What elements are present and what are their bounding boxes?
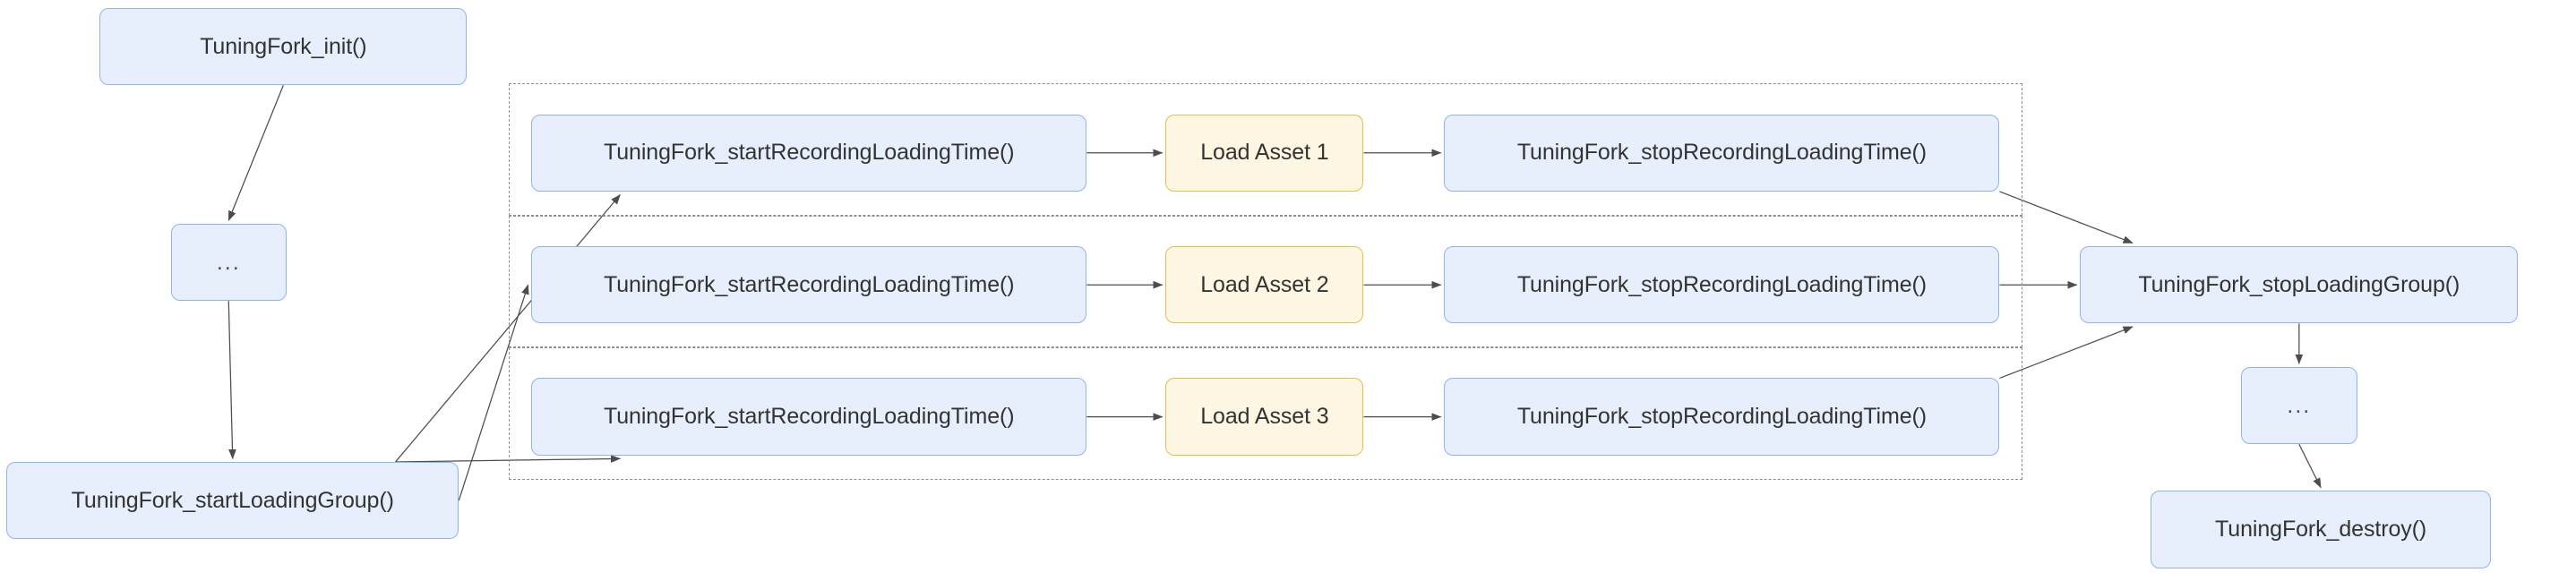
node-label: ... [216, 249, 241, 275]
subgraph-group-row-3 [509, 347, 2022, 480]
node-label: TuningFork_startRecordingLoadingTime() [604, 271, 1015, 297]
node-asset2[interactable]: Load Asset 2 [1165, 246, 1364, 324]
node-label: ... [2287, 392, 2312, 418]
node-dots1[interactable]: ... [170, 223, 287, 302]
subgraph-group-row-2 [509, 215, 2022, 348]
node-label: Load Asset 3 [1200, 404, 1329, 430]
node-destroy[interactable]: TuningFork_destroy() [2151, 491, 2491, 568]
node-startGroup[interactable]: TuningFork_startLoadingGroup() [6, 461, 459, 540]
node-label: Load Asset 1 [1200, 140, 1329, 166]
node-label: TuningFork_startRecordingLoadingTime() [604, 404, 1015, 430]
edge-dots1-to-startgroup [225, 301, 240, 460]
subgraph-group-row-1 [509, 83, 2022, 216]
node-label: TuningFork_stopRecordingLoadingTime() [1516, 404, 1927, 430]
edge-dots2-to-destroy [2299, 444, 2321, 489]
node-label: TuningFork_destroy() [2215, 516, 2427, 542]
node-start3[interactable]: TuningFork_startRecordingLoadingTime() [531, 378, 1087, 456]
node-label: TuningFork_startRecordingLoadingTime() [604, 140, 1015, 166]
node-stopGroup[interactable]: TuningFork_stopLoadingGroup() [2080, 246, 2519, 324]
node-init[interactable]: TuningFork_init() [99, 7, 468, 86]
node-label: TuningFork_stopRecordingLoadingTime() [1516, 140, 1927, 166]
node-asset3[interactable]: Load Asset 3 [1165, 378, 1364, 456]
node-stop2[interactable]: TuningFork_stopRecordingLoadingTime() [1444, 246, 2000, 324]
node-label: TuningFork_init() [200, 33, 367, 59]
node-asset1[interactable]: Load Asset 1 [1165, 114, 1364, 192]
node-start2[interactable]: TuningFork_startRecordingLoadingTime() [531, 246, 1087, 324]
node-dots2[interactable]: ... [2241, 366, 2357, 445]
node-stop3[interactable]: TuningFork_stopRecordingLoadingTime() [1444, 378, 2000, 456]
edge-init-to-dots1 [228, 85, 283, 222]
node-start1[interactable]: TuningFork_startRecordingLoadingTime() [531, 114, 1087, 192]
node-label: TuningFork_stopLoadingGroup() [2138, 271, 2460, 297]
node-label: Load Asset 2 [1200, 271, 1329, 297]
node-stop1[interactable]: TuningFork_stopRecordingLoadingTime() [1444, 114, 2000, 192]
node-label: TuningFork_startLoadingGroup() [71, 487, 394, 513]
node-label: TuningFork_stopRecordingLoadingTime() [1516, 271, 1927, 297]
